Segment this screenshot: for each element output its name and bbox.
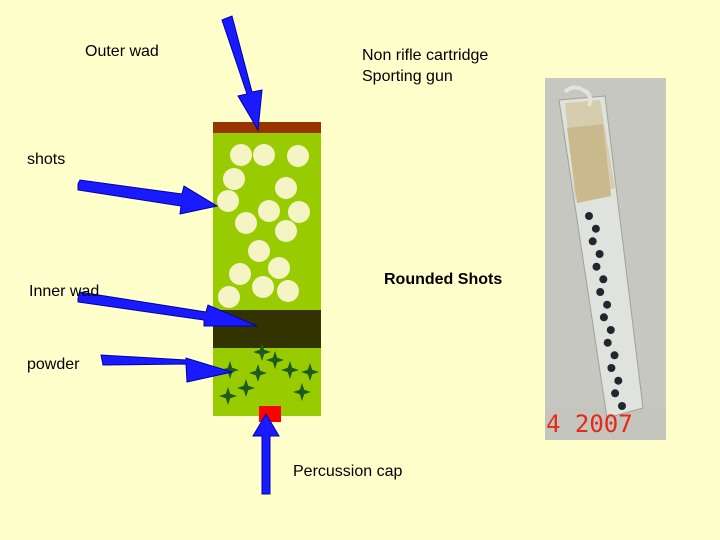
powder-arrow-icon bbox=[100, 354, 234, 383]
shot-pellets bbox=[217, 144, 310, 308]
powder-section bbox=[213, 348, 321, 416]
photo-pellet bbox=[599, 313, 608, 322]
photo-date-stamp: 4 2007 bbox=[546, 410, 633, 438]
shot-pellet bbox=[223, 168, 245, 190]
photo-pellet bbox=[606, 326, 615, 334]
photo-shot-pellets bbox=[585, 212, 626, 410]
photo-pellet bbox=[611, 389, 620, 398]
shot-pellet bbox=[275, 177, 297, 199]
outer-wad-arrow-icon bbox=[221, 15, 263, 132]
sparkle-icon bbox=[266, 351, 284, 369]
shots-label: shots bbox=[27, 151, 66, 168]
photo-pellet bbox=[614, 376, 623, 385]
photo-pellet bbox=[599, 275, 608, 284]
title-line-2: Sporting gun bbox=[362, 68, 453, 85]
sparkle-icon bbox=[253, 343, 271, 361]
shot-pellet bbox=[288, 201, 310, 223]
percussion-cap-label: Percussion cap bbox=[293, 463, 403, 480]
photo-pellet bbox=[607, 364, 616, 372]
shot-pellet bbox=[217, 190, 239, 212]
photo-pellet bbox=[596, 288, 605, 296]
photo-pellet bbox=[618, 402, 626, 410]
title-line-1: Non rifle cartridge bbox=[362, 47, 489, 64]
sparkle-icon bbox=[293, 383, 311, 401]
shot-pellet bbox=[235, 212, 257, 234]
photo-pellet bbox=[592, 262, 601, 271]
sparkle-icon bbox=[249, 364, 267, 382]
cartridge-photo bbox=[545, 78, 666, 440]
powder-label: powder bbox=[27, 356, 80, 373]
sparkle-icon bbox=[237, 379, 255, 397]
shot-pellet bbox=[268, 257, 290, 279]
percussion-cap-arrow-icon bbox=[252, 413, 280, 495]
sparkle-icon bbox=[281, 361, 299, 379]
shot-pellet bbox=[277, 280, 299, 302]
inner-wad-label: Inner wad bbox=[29, 283, 100, 300]
photo-pellet bbox=[585, 212, 593, 220]
shot-pellet bbox=[253, 144, 275, 166]
shot-pellet bbox=[275, 220, 297, 242]
shot-pellet bbox=[218, 286, 240, 308]
shot-pellet bbox=[248, 240, 270, 262]
outer-wad-layer bbox=[213, 122, 321, 133]
outer-wad-label: Outer wad bbox=[85, 43, 159, 60]
photo-pellet bbox=[603, 338, 612, 347]
shot-pellet bbox=[230, 144, 252, 166]
shot-pellet bbox=[287, 145, 309, 167]
powder-grains bbox=[219, 343, 319, 405]
photo-pellet bbox=[603, 300, 612, 309]
shot-pellet bbox=[229, 263, 251, 285]
photo-pellet bbox=[595, 250, 604, 258]
rounded-shots-label: Rounded Shots bbox=[384, 271, 503, 288]
sparkle-icon bbox=[301, 363, 319, 381]
sparkle-icon bbox=[219, 387, 237, 405]
sparkle-icon bbox=[221, 361, 239, 379]
photo-pellet bbox=[591, 224, 600, 233]
shot-pellet bbox=[258, 200, 280, 222]
shot-pellet bbox=[252, 276, 274, 298]
shots-arrow-icon bbox=[77, 179, 219, 215]
photo-pellet bbox=[610, 351, 619, 360]
inner-wad-arrow-icon bbox=[77, 291, 258, 327]
photo-pellet bbox=[588, 237, 597, 246]
